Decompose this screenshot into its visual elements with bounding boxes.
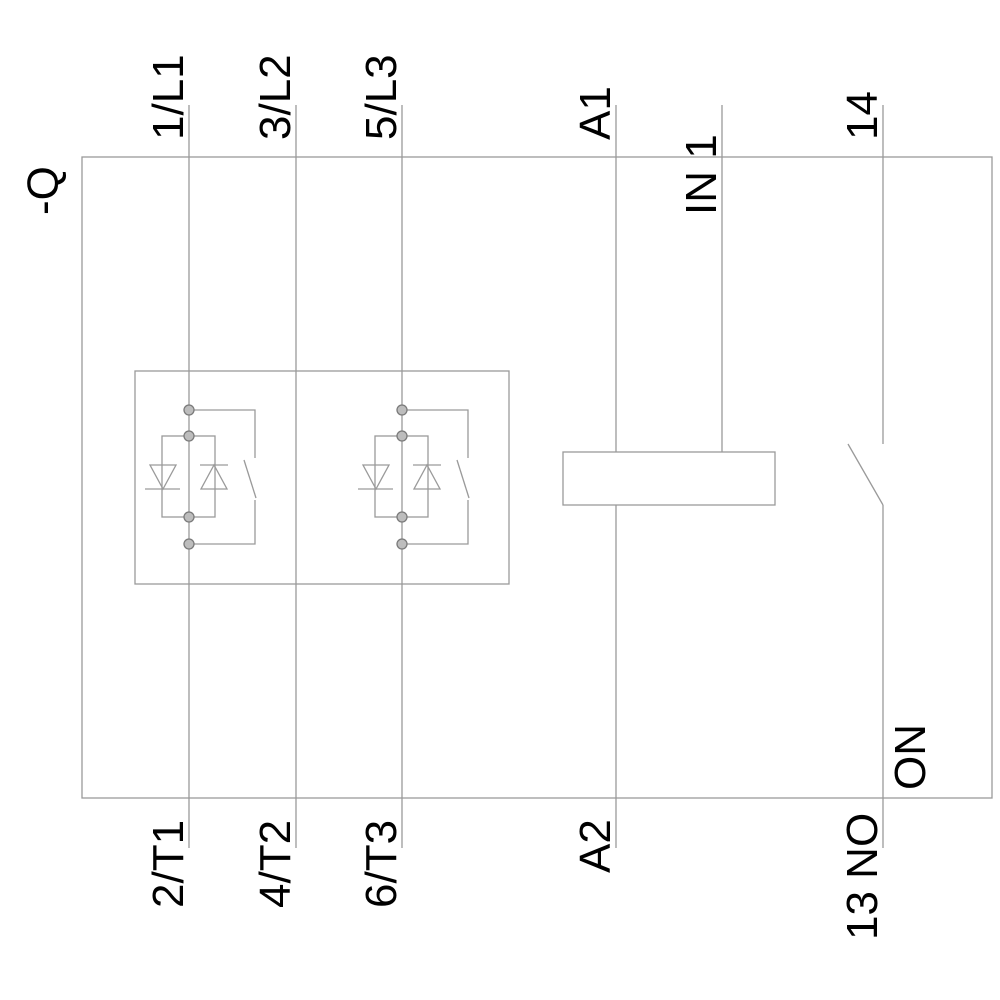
terminal-label-13-no: 13 NO [838,813,887,940]
terminal-label-in1: IN 1 [677,134,726,215]
terminal-label-t3: 6/T3 [357,820,406,908]
terminal-dot [183,511,195,523]
terminal-dot [396,511,408,523]
aux-contact-switch [847,443,884,506]
terminal-dot [396,404,408,416]
terminal-dot [396,430,408,442]
thyristor-group-phase-1 [145,404,257,550]
semiconductor-module [134,370,510,585]
aux-contact-on-label: ON [886,724,935,790]
terminal-label-t2: 4/T2 [251,820,300,908]
terminal-dot [396,538,408,550]
terminal-label-l2: 3/L2 [251,54,300,140]
device-frame [81,156,993,799]
terminal-label-14: 14 [838,91,887,140]
terminal-dot [183,430,195,442]
terminal-label-l3: 5/L3 [357,54,406,140]
terminal-label-t1: 2/T1 [144,820,193,908]
terminal-label-l1: 1/L1 [144,54,193,140]
terminal-label-a1: A1 [571,86,620,140]
thyristor-group-phase-3 [358,404,470,550]
terminal-dot [183,538,195,550]
device-designation: -Q [19,166,68,215]
control-coil [562,451,776,506]
terminal-dot [183,404,195,416]
terminal-label-a2: A2 [571,819,620,873]
